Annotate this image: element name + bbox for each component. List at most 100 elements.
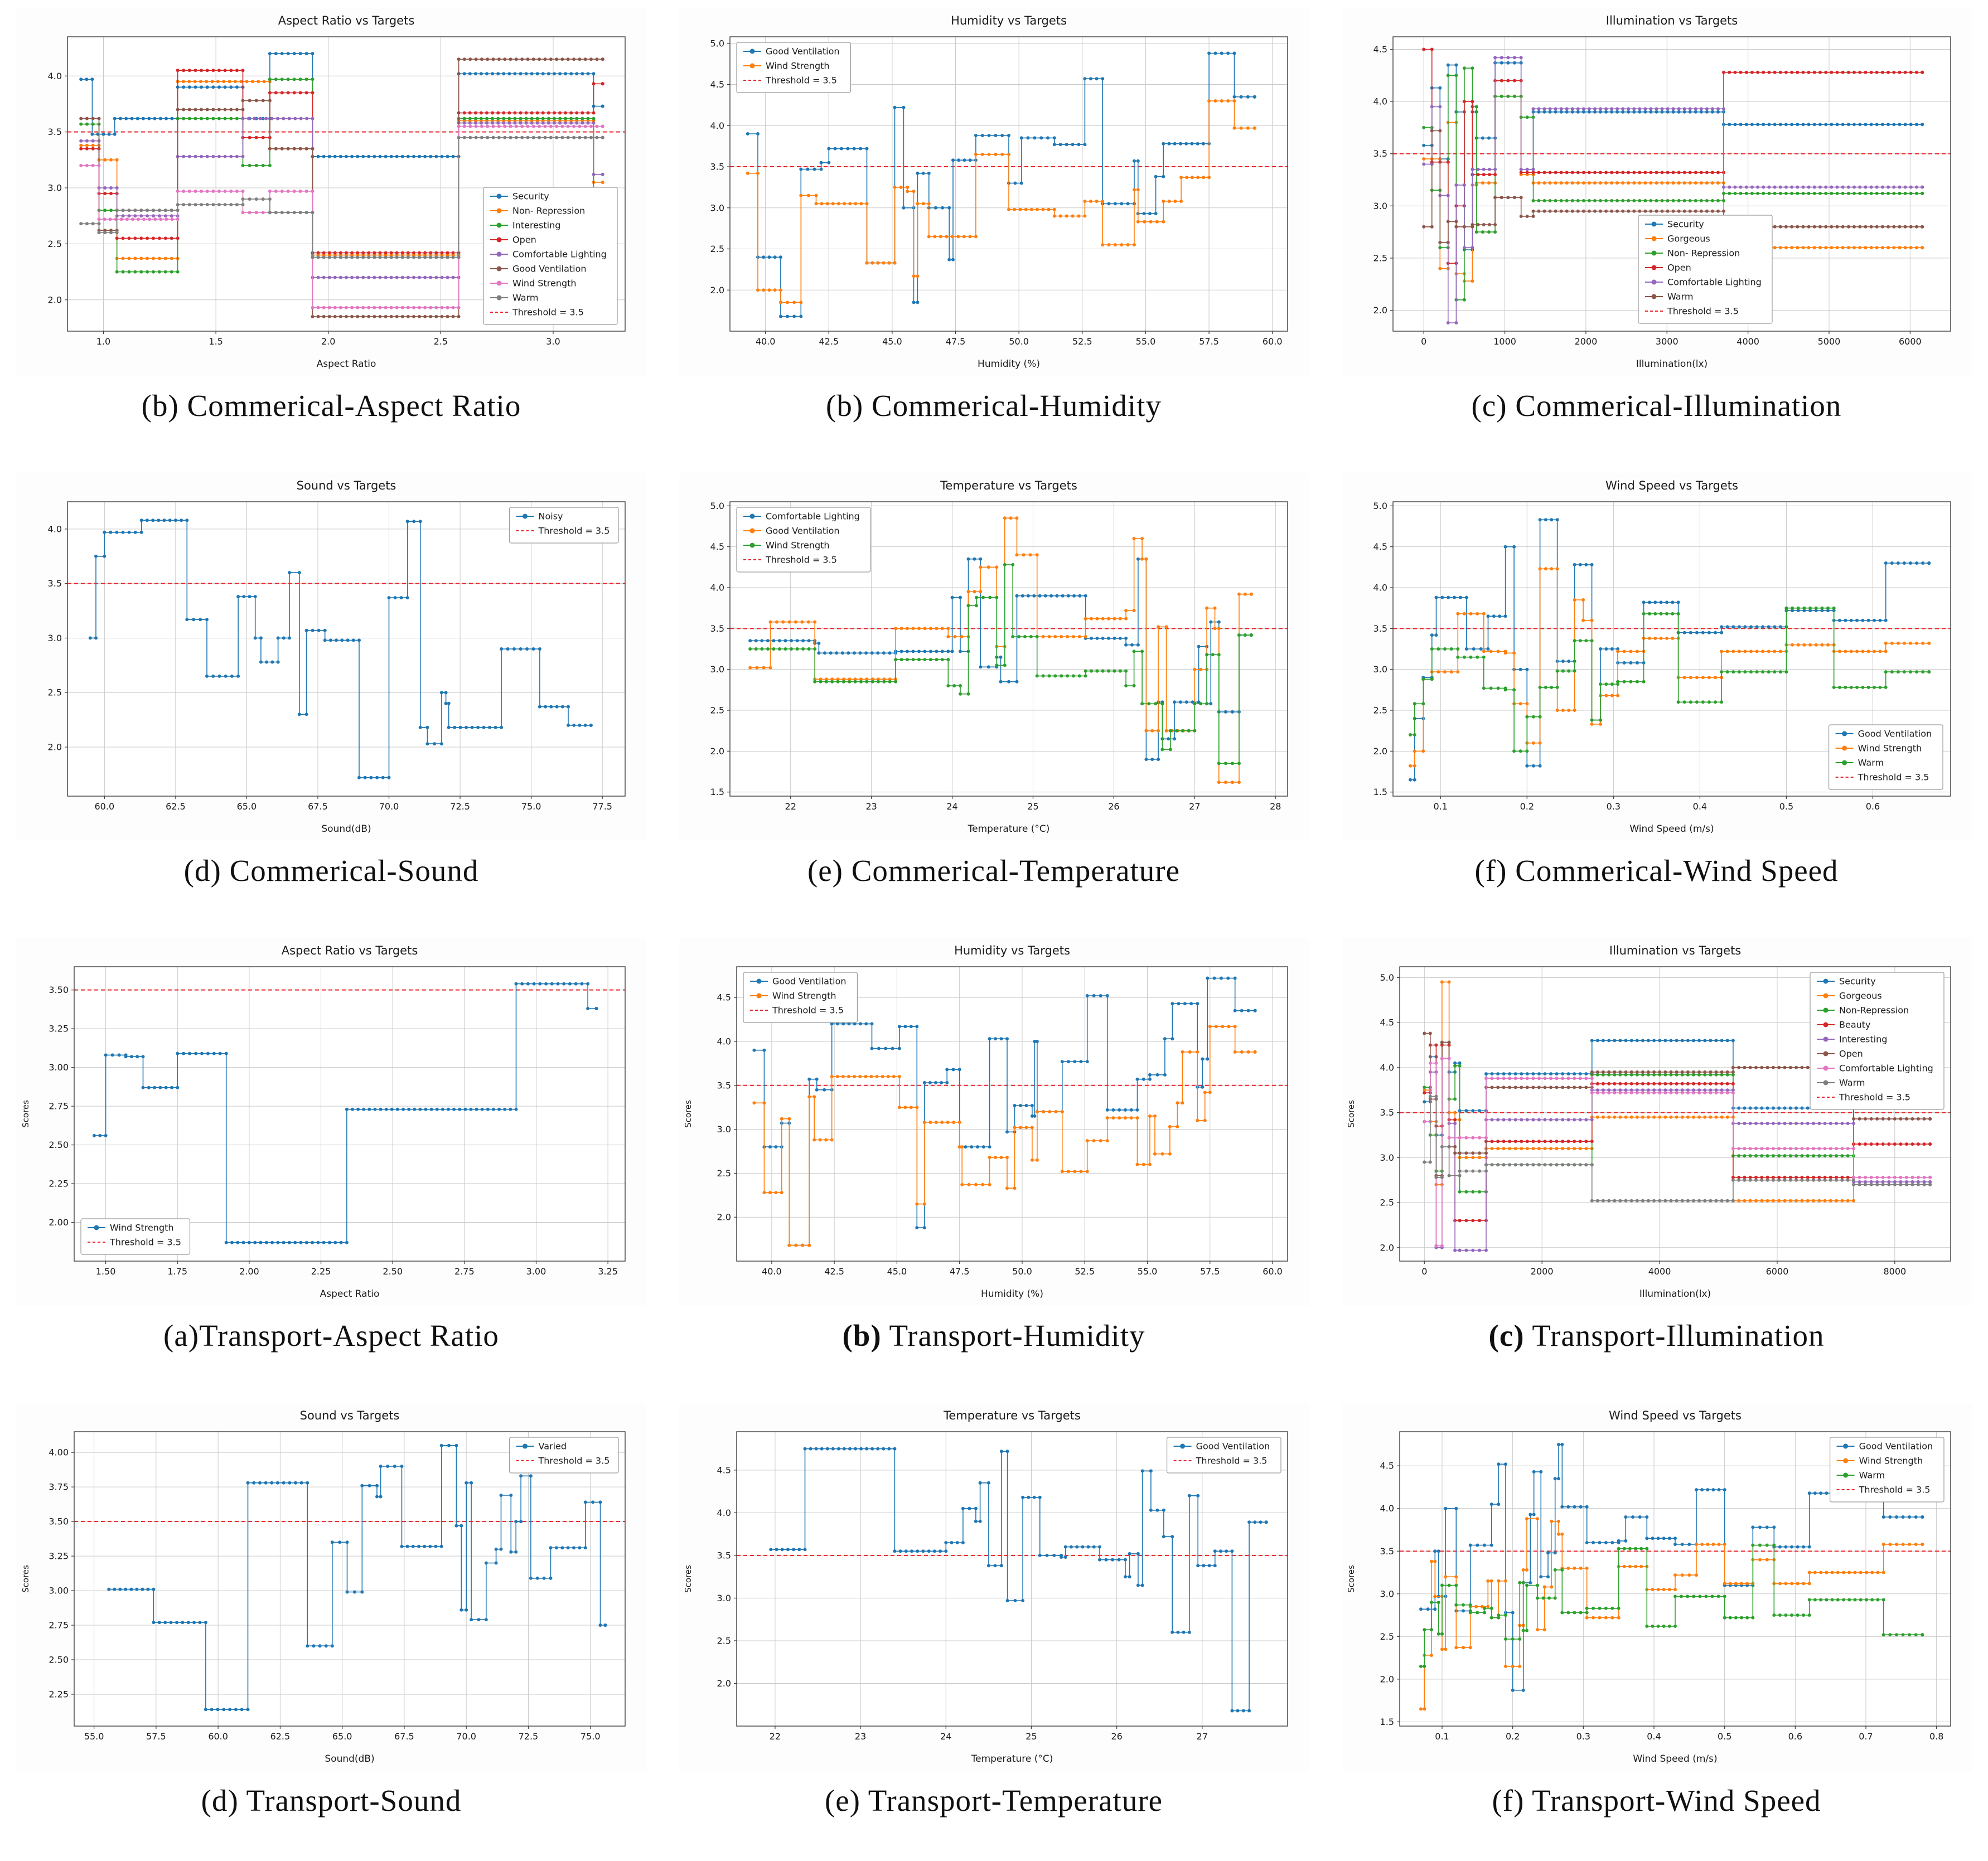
chart-title: Sound vs Targets [297, 479, 396, 492]
figure-caption: (f) Transport-Wind Speed [1492, 1783, 1821, 1818]
legend-label: Threshold = 3.5 [538, 526, 610, 536]
legend-label: Threshold = 3.5 [1839, 1092, 1910, 1103]
legend-label: Threshold = 3.5 [1196, 1456, 1268, 1466]
legend-label: Threshold = 3.5 [772, 1005, 844, 1016]
x-tick-label: 2.25 [311, 1266, 331, 1277]
x-tick-label: 0.5 [1779, 801, 1793, 812]
x-tick-label: 2.50 [383, 1266, 403, 1277]
y-axis-label: Scores [21, 1100, 31, 1128]
plot-border [74, 1431, 626, 1727]
caption-text: Commerical-Illumination [1507, 389, 1842, 423]
x-tick-label: 27 [1189, 801, 1200, 812]
x-axis-label: Wind Speed (m/s) [1633, 1753, 1717, 1765]
y-tick-label: 4.5 [710, 79, 724, 90]
y-tick-label: 3.0 [1380, 1588, 1394, 1599]
x-tick-label: 22 [785, 801, 796, 812]
legend-label: Gorgeous [1839, 991, 1882, 1001]
caption-text: Transport-Illumination [1524, 1319, 1825, 1353]
legend-entry [1644, 279, 1663, 285]
legend-label: Threshold = 3.5 [538, 1456, 610, 1466]
legend-entry [1835, 745, 1854, 751]
caption-prefix: (b) [842, 1319, 882, 1353]
legend-entry [1816, 1080, 1835, 1085]
y-tick-label: 3.50 [49, 985, 69, 995]
x-tick-label: 72.5 [519, 1731, 539, 1742]
y-tick-label: 2.0 [717, 1678, 731, 1689]
figure-caption: (c) Transport-Illumination [1489, 1318, 1825, 1353]
legend-label: Interesting [512, 220, 560, 231]
x-tick-label: 0.3 [1606, 801, 1620, 812]
x-tick-label: 26 [1111, 1731, 1122, 1742]
legend-label: Good Ventilation [1196, 1441, 1270, 1452]
legend-label: Comfortable Lighting [1667, 277, 1762, 288]
series-markers [79, 57, 604, 318]
series-markers [748, 563, 1253, 765]
caption-prefix: (f) [1492, 1784, 1525, 1818]
y-tick-label: 3.0 [710, 664, 724, 675]
y-tick-label: 2.25 [49, 1689, 69, 1699]
y-tick-label: 2.5 [710, 244, 724, 254]
chart-title: Sound vs Targets [300, 1409, 400, 1422]
x-axis-label: Illumination(lx) [1639, 1288, 1710, 1300]
series-markers [1422, 1094, 1932, 1203]
y-tick-label: 4.0 [48, 71, 62, 81]
legend-label: Security [1839, 976, 1876, 987]
x-tick-label: 62.5 [166, 801, 186, 812]
x-tick-label: 0.8 [1929, 1731, 1943, 1742]
legend-label: Comfortable Lighting [766, 511, 860, 522]
y-tick-label: 3.25 [49, 1024, 69, 1034]
y-tick-label: 4.0 [1380, 1503, 1394, 1514]
legend-entry [1816, 1065, 1835, 1071]
plot-border [1399, 1431, 1951, 1727]
y-tick-label: 2.0 [48, 742, 62, 753]
x-tick-label: 40.0 [762, 1266, 782, 1277]
x-tick-label: 26 [1108, 801, 1119, 812]
legend-entry [750, 978, 768, 984]
y-tick-label: 2.50 [49, 1655, 69, 1665]
legend-entry [1816, 1051, 1835, 1056]
legend-entry [1173, 1443, 1192, 1449]
y-tick-label: 3.5 [48, 578, 62, 589]
legend-label: Wind Strength [1859, 1456, 1923, 1466]
legend-label: Good Ventilation [1859, 1441, 1933, 1452]
y-tick-label: 4.00 [49, 1447, 69, 1458]
x-axis-label: Humidity (%) [981, 1288, 1043, 1300]
y-tick-label: 1.5 [710, 787, 724, 797]
x-tick-label: 3.25 [598, 1266, 618, 1277]
legend-entry [1816, 978, 1835, 984]
x-tick-label: 8000 [1883, 1266, 1906, 1277]
chart-title: Temperature vs Targets [940, 479, 1077, 492]
figure-caption: (b) Transport-Humidity [842, 1318, 1145, 1353]
x-axis-label: Sound(dB) [325, 1753, 374, 1765]
caption-prefix: (c) [1488, 1319, 1525, 1353]
x-axis-label: Temperature (°C) [971, 1753, 1053, 1765]
chart-title: Wind Speed vs Targets [1605, 479, 1738, 492]
x-tick-label: 72.5 [450, 801, 470, 812]
x-tick-label: 24 [940, 1731, 951, 1742]
series-markers [746, 51, 1256, 318]
x-tick-label: 65.0 [237, 801, 257, 812]
legend-entry [1644, 221, 1663, 227]
legend-entry [743, 49, 761, 54]
y-tick-label: 2.0 [717, 1212, 731, 1223]
plot-border [74, 966, 626, 1262]
legend-entry [490, 237, 508, 243]
x-tick-label: 3.00 [526, 1266, 546, 1277]
y-axis-label: Scores [683, 1565, 693, 1593]
series-markers [88, 518, 593, 779]
series-markers [748, 557, 1253, 761]
series-markers [93, 982, 598, 1244]
x-tick-label: 6000 [1898, 336, 1921, 347]
x-tick-label: 40.0 [756, 336, 776, 347]
series-markers [1419, 1517, 1924, 1711]
y-tick-label: 2.5 [48, 687, 62, 698]
